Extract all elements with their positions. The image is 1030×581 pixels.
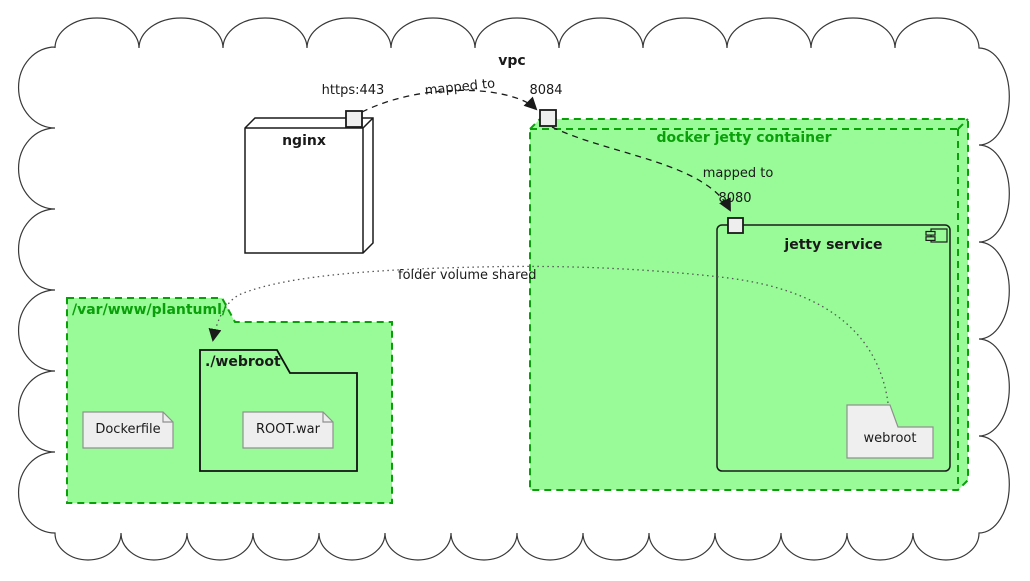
webroot-target-folder-label: webroot: [863, 431, 917, 446]
port-8084: [539, 109, 557, 127]
port-8080: [727, 217, 744, 234]
jetty-service-box: [716, 224, 951, 472]
host-folder-shape: [66, 297, 393, 504]
edge-folder-volume-shared: [208, 265, 889, 404]
nginx-label: nginx: [282, 133, 326, 149]
edge-label-mapped-to-2: mapped to: [702, 166, 774, 181]
port-8084-label: 8084: [529, 83, 563, 98]
edge-label-folder-volume-shared: folder volume shared: [398, 268, 537, 283]
nginx-port-label: https:443: [321, 83, 385, 98]
webroot-target-folder-shape: [846, 404, 934, 459]
webroot-source-folder-label: ./webroot: [205, 354, 281, 370]
port-https-443: [345, 110, 363, 128]
rootwar-artifact-shape: [242, 411, 334, 449]
webroot-source-folder-shape: [199, 349, 358, 472]
jetty-service-label: jetty service: [784, 237, 883, 253]
docker-container-label: docker jetty container: [656, 130, 832, 146]
rootwar-artifact-label: ROOT.war: [256, 422, 320, 437]
nginx-node-shape: [244, 117, 374, 254]
component-icon: [925, 228, 948, 243]
host-folder-label: /var/www/plantuml/: [72, 302, 228, 318]
dockerfile-artifact-shape: [82, 411, 174, 449]
dockerfile-artifact-label: Dockerfile: [95, 422, 161, 437]
port-8080-label: 8080: [718, 191, 752, 206]
edge-mapped-to-docker-jetty: [551, 126, 731, 212]
vpc-label: vpc: [498, 53, 526, 69]
